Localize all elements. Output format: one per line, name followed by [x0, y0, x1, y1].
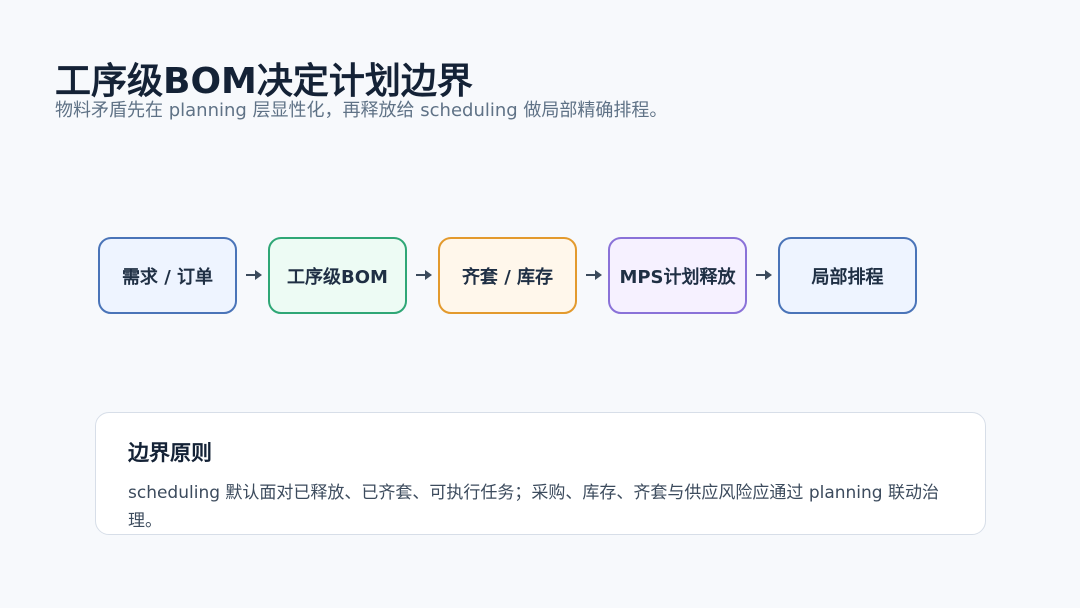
- flow-node-demand-order: 需求 / 订单: [98, 237, 237, 314]
- page-title: 工序级BOM决定计划边界: [55, 61, 473, 102]
- flow-node-mps-release: MPS计划释放: [608, 237, 747, 314]
- flow-node-label: 工序级BOM: [287, 266, 388, 288]
- principle-body: scheduling 默认面对已释放、已齐套、可执行任务；采购、库存、齐套与供应…: [128, 483, 939, 531]
- process-flow: 需求 / 订单 工序级BOM 齐套 / 库存 MPS计划释放 局部排程: [98, 237, 928, 317]
- flow-node-label: 需求 / 订单: [121, 266, 214, 288]
- arrow-right-icon: [586, 270, 602, 280]
- arrow-right-icon: [246, 270, 262, 280]
- flow-node-kitting-inventory: 齐套 / 库存: [438, 237, 577, 314]
- flow-node-local-scheduling: 局部排程: [778, 237, 917, 314]
- flow-node-label: 齐套 / 库存: [461, 266, 554, 288]
- principle-title: 边界原则: [128, 441, 212, 465]
- boundary-principle-card: 边界原则 scheduling 默认面对已释放、已齐套、可执行任务；采购、库存、…: [95, 412, 986, 535]
- flow-node-label: 局部排程: [811, 266, 884, 288]
- arrow-right-icon: [756, 270, 772, 280]
- arrow-right-icon: [416, 270, 432, 280]
- flow-node-process-bom: 工序级BOM: [268, 237, 407, 314]
- flow-node-label: MPS计划释放: [619, 266, 736, 288]
- page-subtitle: 物料矛盾先在 planning 层显性化，再释放给 scheduling 做局部…: [55, 100, 668, 121]
